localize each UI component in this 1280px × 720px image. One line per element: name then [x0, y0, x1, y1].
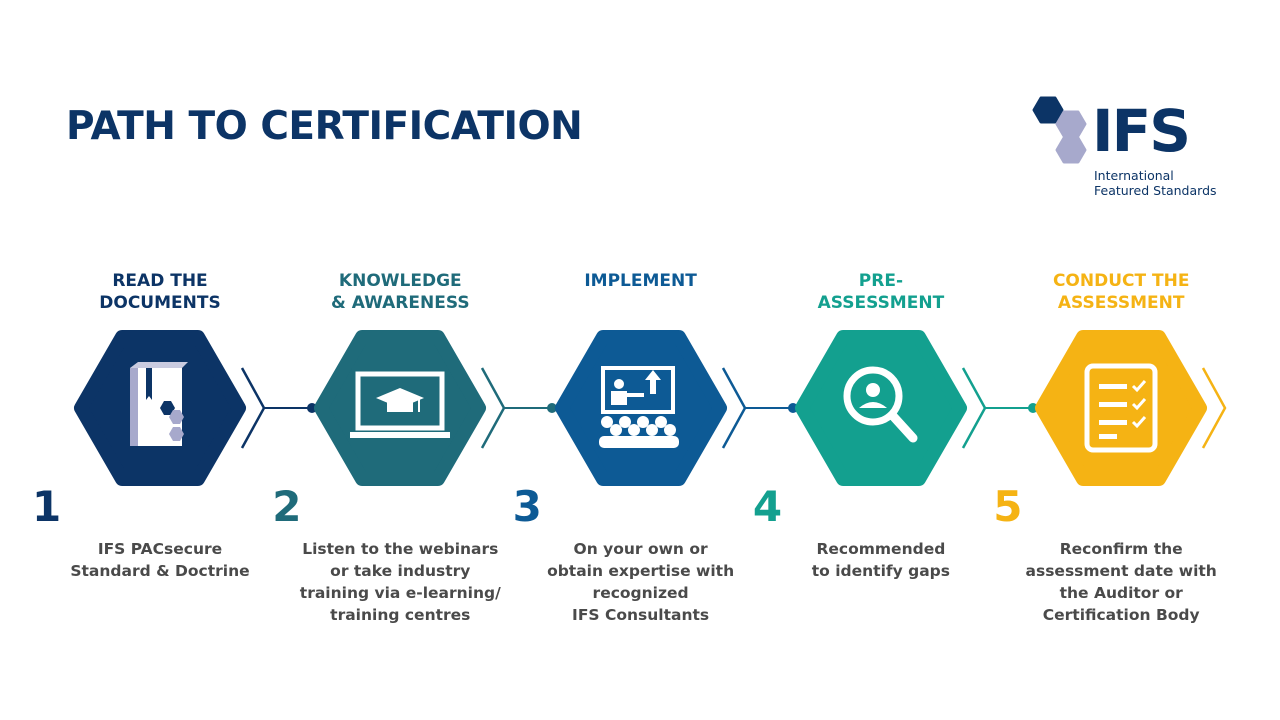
checklist-icon	[1084, 363, 1158, 453]
presentation-audience-icon	[598, 366, 679, 448]
step-heading-line: READ THE	[112, 271, 208, 291]
step-number: 2	[272, 482, 302, 531]
step-heading-line: ASSESSMENT	[817, 293, 945, 313]
step-heading-line: KNOWLEDGE	[338, 271, 462, 291]
step-hexagon	[794, 330, 1038, 486]
step-heading-line: IMPLEMENT	[584, 271, 697, 291]
step-hexagon	[1035, 330, 1227, 486]
step-description-line: Standard & Doctrine	[70, 562, 250, 580]
step-heading-line: & AWARENESS	[331, 293, 470, 313]
step-heading-line: CONDUCT THE	[1052, 271, 1190, 291]
step-description-line: or take industry	[330, 562, 471, 580]
step-3: IMPLEMENT 3 On your own or obtain experti…	[513, 270, 798, 650]
step-description-line: On your own or	[573, 540, 708, 558]
laptop-graduation-cap-icon	[350, 371, 451, 438]
step-description-line: training via e-learning/	[299, 584, 501, 602]
step-hexagon	[74, 330, 317, 486]
step-description-line: IFS Consultants	[572, 606, 710, 624]
book-icon	[130, 362, 188, 446]
step-description: On your own or obtain expertise with recog…	[521, 538, 761, 626]
step-description: Listen to the webinars or take industry tr…	[280, 538, 520, 626]
step-description-line: Listen to the webinars	[302, 540, 499, 558]
step-description: Recommended to identify gaps	[761, 538, 1001, 582]
step-description-line: Recommended	[816, 540, 946, 558]
step-description-line: to identify gaps	[811, 562, 951, 580]
step-description-line: recognized	[592, 584, 689, 602]
step-2: KNOWLEDGE& AWARENESS 2 Listen to the web…	[272, 270, 558, 650]
step-heading: PRE-ASSESSMENT	[761, 270, 1001, 314]
step-number: 3	[512, 482, 542, 531]
step-heading-line: PRE-	[858, 271, 903, 291]
step-hexagon	[554, 330, 798, 486]
step-description-line: IFS PACsecure	[97, 540, 223, 558]
step-heading-line: DOCUMENTS	[99, 293, 221, 313]
step-number: 4	[752, 482, 783, 531]
magnifier-person-icon	[843, 366, 918, 443]
logo-line2: Featured Standards	[1094, 183, 1217, 198]
step-heading: KNOWLEDGE& AWARENESS	[280, 270, 520, 314]
step-description-line: the Auditor or	[1059, 584, 1183, 602]
step-description-line: Certification Body	[1042, 606, 1200, 624]
logo-mark: IFS	[1092, 97, 1191, 165]
step-hexagon	[314, 330, 558, 486]
step-number: 1	[32, 482, 62, 531]
logo-line1: International	[1094, 168, 1174, 183]
hexagon-logo-icon	[1032, 96, 1087, 164]
step-description-line: Reconfirm the	[1059, 540, 1183, 558]
step-heading: IMPLEMENT	[521, 270, 761, 314]
page-title: PATH TO CERTIFICATION	[66, 104, 583, 149]
step-number: 5	[993, 482, 1023, 531]
step-description-line: assessment date with	[1025, 562, 1217, 580]
step-4: PRE-ASSESSMENT 4 Recommended to identify …	[753, 270, 1038, 650]
step-heading-line: ASSESSMENT	[1057, 293, 1185, 313]
step-description: Reconfirm the assessment date with the Aud…	[1001, 538, 1241, 626]
step-description-line: obtain expertise with	[547, 562, 735, 580]
step-description-line: training centres	[330, 606, 471, 624]
